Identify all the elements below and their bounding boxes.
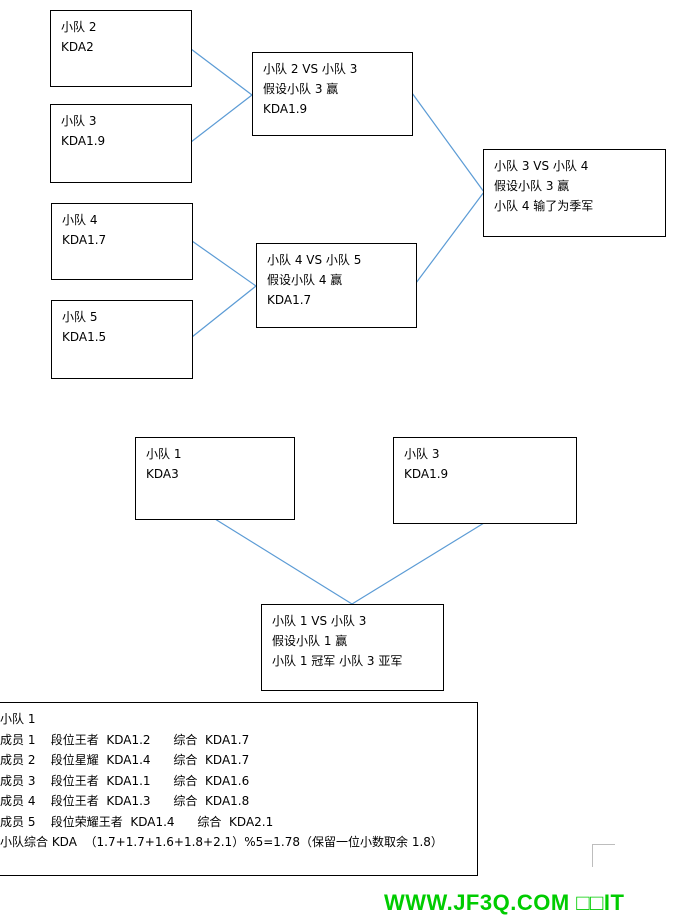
final-team1-box: 小队 1 KDA3 — [135, 437, 295, 520]
connector-team4-to-match-4v5 — [191, 240, 257, 287]
match-2v3-title: 小队 2 VS 小队 3 — [263, 62, 358, 76]
team2-box: 小队 2 KDA2 — [50, 10, 192, 87]
final-match-title: 小队 1 VS 小队 3 — [272, 614, 367, 628]
team2-kda: KDA2 — [61, 40, 94, 54]
team2-name: 小队 2 — [61, 20, 97, 34]
connector-team3-to-final — [351, 522, 485, 605]
connector-team3-to-match-2v3 — [190, 94, 253, 143]
final-match-note: 小队 1 冠军 小队 3 亚军 — [272, 654, 403, 668]
connector-match-4v5-to-match-3v4 — [415, 191, 485, 284]
team4-box: 小队 4 KDA1.7 — [51, 203, 193, 280]
team5-box: 小队 5 KDA1.5 — [51, 300, 193, 379]
match-3v4-note: 小队 4 输了为季军 — [494, 199, 594, 213]
final-team1-name: 小队 1 — [146, 447, 182, 461]
match-2v3-kda: KDA1.9 — [263, 102, 308, 116]
team4-name: 小队 4 — [62, 213, 98, 227]
connector-team1-to-final — [214, 518, 353, 605]
connector-match-2v3-to-match-3v4 — [411, 92, 485, 193]
team5-kda: KDA1.5 — [62, 330, 107, 344]
final-team3-kda: KDA1.9 — [404, 467, 449, 481]
match-4v5-box: 小队 4 VS 小队 5 假设小队 4 赢 KDA1.7 — [256, 243, 417, 328]
summary-member-5: 成员 5 段位荣耀王者 KDA1.4 综合 KDA2.1 — [0, 814, 274, 829]
summary-member-3: 成员 3 段位王者 KDA1.1 综合 KDA1.6 — [0, 773, 250, 788]
match-2v3-box: 小队 2 VS 小队 3 假设小队 3 赢 KDA1.9 — [252, 52, 413, 136]
summary-member-4: 成员 4 段位王者 KDA1.3 综合 KDA1.8 — [0, 794, 250, 808]
summary-formula: 小队综合 KDA （1.7+1.7+1.6+1.8+2.1）%5=1.78（保留… — [0, 835, 443, 849]
final-team3-box: 小队 3 KDA1.9 — [393, 437, 577, 524]
match-3v4-box: 小队 3 VS 小队 4 假设小队 3 赢 小队 4 输了为季军 — [483, 149, 666, 237]
summary-title: 小队 1 — [0, 712, 36, 726]
site-watermark: WWW.JF3Q.COM □□IT — [384, 890, 625, 915]
team4-kda: KDA1.7 — [62, 233, 107, 247]
team3-name: 小队 3 — [61, 114, 97, 128]
summary-member-1: 成员 1 段位王者 KDA1.2 综合 KDA1.7 — [0, 732, 250, 747]
page-corner-mark — [592, 844, 615, 867]
team1-summary-box: 小队 1 成员 1 段位王者 KDA1.2 综合 KDA1.7 成员 2 段位星… — [0, 702, 478, 876]
team3-box: 小队 3 KDA1.9 — [50, 104, 192, 183]
match-2v3-result: 假设小队 3 赢 — [263, 82, 339, 96]
team3-kda: KDA1.9 — [61, 134, 106, 148]
match-3v4-result: 假设小队 3 赢 — [494, 179, 570, 193]
final-match-result: 假设小队 1 赢 — [272, 634, 348, 648]
match-4v5-title: 小队 4 VS 小队 5 — [267, 253, 362, 267]
match-4v5-kda: KDA1.7 — [267, 293, 312, 307]
connector-team2-to-match-2v3 — [190, 48, 253, 96]
match-3v4-title: 小队 3 VS 小队 4 — [494, 159, 589, 173]
match-4v5-result: 假设小队 4 赢 — [267, 273, 343, 287]
summary-member-2: 成员 2 段位星耀 KDA1.4 综合 KDA1.7 — [0, 753, 250, 767]
final-match-box: 小队 1 VS 小队 3 假设小队 1 赢 小队 1 冠军 小队 3 亚军 — [261, 604, 444, 691]
connector-team5-to-match-4v5 — [191, 285, 257, 338]
final-team3-name: 小队 3 — [404, 447, 440, 461]
final-team1-kda: KDA3 — [146, 467, 179, 481]
team5-name: 小队 5 — [62, 310, 98, 324]
